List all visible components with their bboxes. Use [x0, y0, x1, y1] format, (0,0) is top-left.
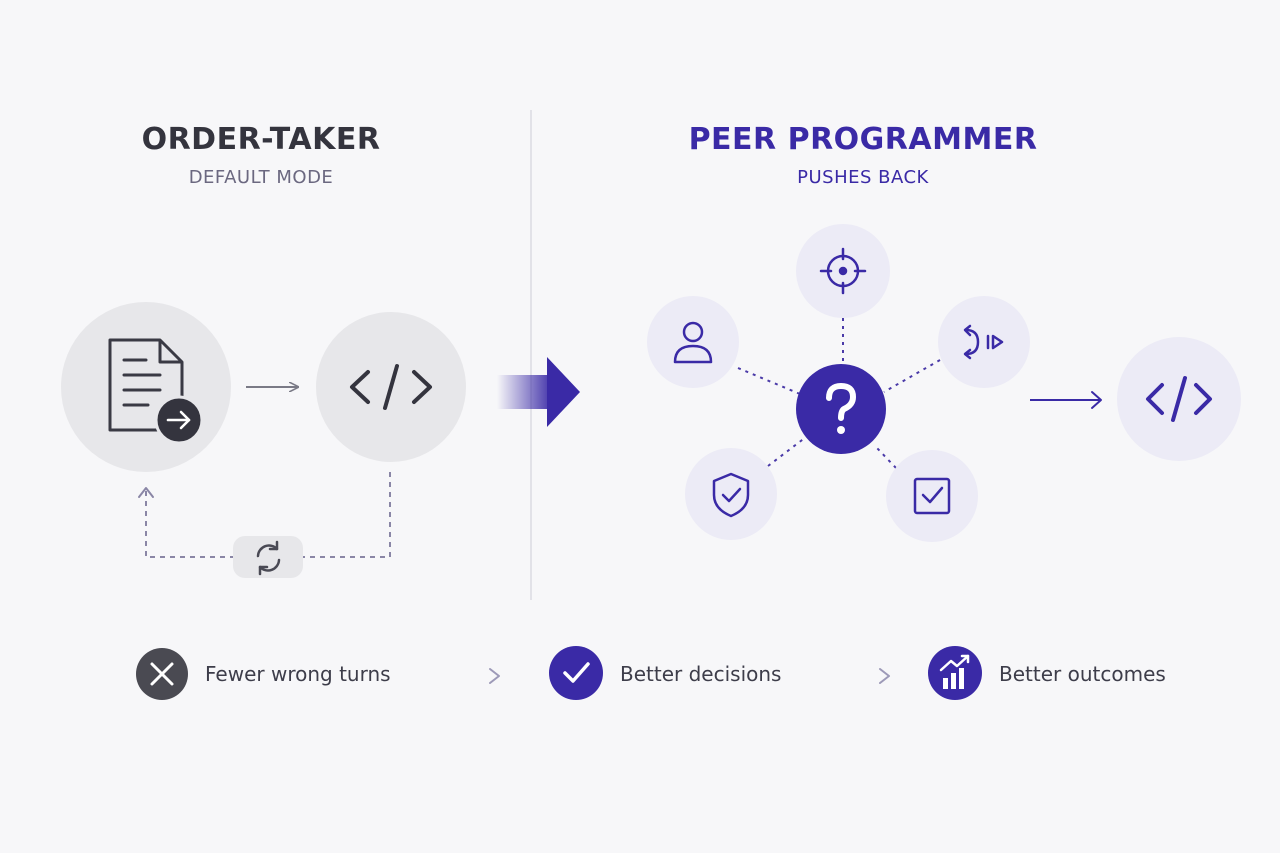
satellite-swap — [938, 296, 1030, 388]
outcome-1-badge — [136, 648, 188, 700]
check-icon — [563, 662, 590, 683]
code-icon — [1146, 376, 1212, 422]
shield-check-icon — [712, 472, 750, 518]
right-panel-subtitle: PUSHES BACK — [797, 167, 929, 188]
outcome-2-badge — [549, 646, 603, 700]
chart-up-icon — [939, 654, 970, 689]
feedback-loop — [138, 472, 391, 578]
outcome-label: Fewer wrong turns — [205, 662, 391, 686]
satellite-user — [647, 296, 739, 388]
outcome-3-badge — [928, 646, 982, 700]
document-node — [61, 302, 231, 472]
satellite-shield — [685, 448, 777, 540]
refresh-icon — [256, 540, 281, 576]
outcome-label: Better outcomes — [999, 662, 1166, 686]
right-panel-title: PEER PROGRAMMER — [688, 122, 1038, 157]
x-icon — [150, 662, 174, 686]
spokes — [737, 318, 941, 469]
question-mark-icon — [826, 383, 856, 434]
hub-node — [796, 364, 886, 454]
satellite-checkbox — [886, 450, 978, 542]
left-panel-subtitle: DEFAULT MODE — [188, 167, 334, 188]
checkbox-icon — [913, 477, 951, 515]
outcome-label: Better decisions — [620, 662, 782, 686]
code-icon — [350, 364, 432, 410]
code-node — [316, 312, 466, 462]
target-icon — [819, 247, 867, 295]
gradient-arrow-icon — [497, 357, 580, 427]
user-icon — [673, 321, 713, 364]
satellite-target — [796, 224, 890, 318]
result-code-node — [1117, 337, 1241, 461]
swap-arrows-icon — [963, 324, 1004, 360]
left-panel-title: ORDER-TAKER — [141, 122, 381, 157]
document-arrow-icon — [108, 338, 204, 445]
